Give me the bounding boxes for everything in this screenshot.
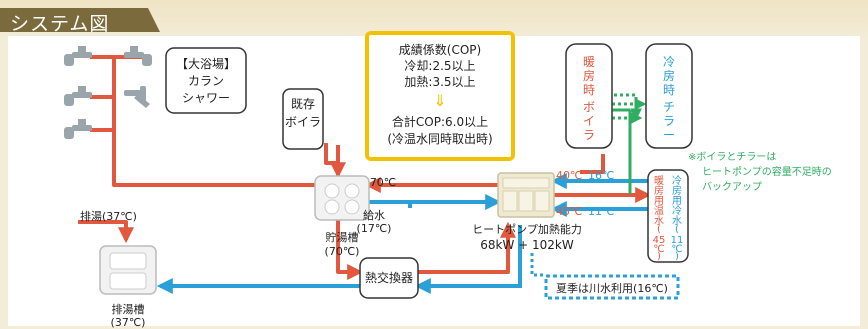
temp-40-label: 40℃: [556, 169, 582, 182]
cop-line2: 冷却:2.5以上: [404, 59, 475, 73]
cop-arrow-icon: ⇓: [433, 91, 446, 110]
svg-text:房: 房: [672, 184, 682, 197]
svg-text:用: 用: [654, 196, 664, 207]
svg-text:ー: ー: [663, 128, 675, 142]
drain-tank-label-2: (37℃): [111, 316, 146, 329]
svg-text:ヒートポンプの容量不足時の: ヒートポンプの容量不足時の: [702, 165, 832, 178]
faucet-label-line3: シャワー: [182, 91, 230, 105]
faucet-label-box: [165, 47, 247, 114]
svg-text:): ): [675, 251, 679, 262]
svg-text:イ: イ: [583, 114, 595, 128]
faucet-icon: [64, 119, 92, 139]
hot-pipe-boiler-link: [580, 154, 605, 174]
svg-text:11: 11: [671, 235, 684, 246]
cold-water-column-label: 冷 房 用 冷 水 ( 11 ℃ ): [671, 174, 684, 262]
cooling-chiller-label: 冷 房 時 チ ラ ー: [663, 55, 675, 142]
svg-text:房: 房: [583, 68, 595, 83]
storage-tank-label-2: (70℃): [325, 245, 360, 258]
page-title: システム図: [10, 13, 110, 35]
heat-pump-icon: [497, 172, 555, 218]
cop-line3: 加熱:3.5以上: [404, 75, 475, 89]
cold-pipe-hp-return: [414, 225, 522, 294]
svg-text:): ): [657, 251, 661, 262]
existing-boiler-box: [282, 88, 324, 150]
cooling-chiller-box: [645, 43, 693, 149]
svg-text:時: 時: [663, 83, 675, 97]
cop-line5: (冷温水同時取出時): [387, 132, 492, 146]
existing-boiler-line1: 既存: [291, 97, 315, 111]
summer-note-box: [544, 274, 680, 300]
svg-text:暖: 暖: [583, 55, 595, 69]
svg-text:温: 温: [654, 205, 664, 217]
svg-text:時: 時: [583, 83, 595, 97]
svg-text:暖: 暖: [654, 174, 664, 187]
drain-label: 排湯(37℃): [80, 209, 137, 223]
svg-text:用: 用: [672, 196, 682, 207]
storage-tank-label-1: 貯湯槽: [326, 231, 359, 244]
svg-text:(: (: [675, 224, 679, 235]
svg-text:℃: ℃: [653, 244, 664, 255]
faucet-label-line2: カラン: [188, 74, 224, 88]
temp-70-label: 70℃: [370, 176, 396, 189]
svg-text:冷: 冷: [663, 55, 675, 69]
summer-note-label: 夏季は川水利用(16℃): [556, 282, 668, 295]
svg-text:ラ: ラ: [583, 128, 595, 142]
svg-text:バックアップ: バックアップ: [702, 181, 762, 193]
water-column-box: [647, 169, 689, 263]
svg-text:45: 45: [653, 235, 666, 246]
svg-text:ボ: ボ: [583, 100, 595, 114]
hot-pipe-drain: [78, 220, 134, 244]
hot-water-lines: [78, 55, 652, 280]
existing-boiler-line2: ボイラ: [285, 115, 321, 129]
cop-line1: 成績係数(COP): [399, 42, 481, 57]
temp-16-label: 16℃: [588, 169, 614, 182]
backup-line-dotted-1: [608, 93, 642, 121]
svg-text:冷: 冷: [672, 204, 682, 217]
heat-exchanger-label: 熱交換器: [365, 270, 413, 285]
heating-boiler-box: [565, 43, 613, 149]
svg-text:冷: 冷: [672, 174, 682, 187]
drain-tank-icon: [99, 245, 157, 295]
faucet-icon: [64, 86, 92, 106]
faucet-label-line1: 【大浴場】: [176, 57, 236, 71]
drain-tank-label-1: 排湯槽: [112, 302, 145, 316]
svg-text:水: 水: [654, 215, 664, 227]
summer-note-link: [530, 253, 546, 277]
supply-water-label-2: (17℃): [357, 222, 392, 235]
cop-line4: 合計COP:6.0以上: [392, 114, 488, 129]
svg-text:チ: チ: [663, 100, 675, 114]
temp-11-label: 11℃: [588, 205, 614, 218]
heat-pump-label-2: 68kW + 102kW: [480, 238, 574, 252]
hot-pipe-hx-to-hp: [418, 221, 516, 274]
faucet-icon: [64, 46, 92, 66]
heat-exchanger-box: [359, 257, 419, 299]
faucet-icon: [124, 46, 152, 66]
svg-text:水: 水: [672, 215, 682, 227]
temp-45-label: 45℃: [556, 205, 582, 218]
faucet-group: [64, 46, 152, 139]
backup-note: ※ボイラとチラーは ヒートポンプの容量不足時の バックアップ: [688, 151, 832, 193]
svg-text:℃: ℃: [671, 244, 682, 255]
title-tab: [0, 8, 160, 32]
svg-text:ラ: ラ: [663, 114, 675, 128]
shower-icon: [124, 86, 150, 108]
hot-pipe-tank-to-hx: [336, 220, 364, 280]
svg-text:房: 房: [663, 68, 675, 83]
svg-text:(: (: [657, 224, 661, 235]
svg-text:※ボイラとチラーは: ※ボイラとチラーは: [688, 151, 776, 163]
supply-water-label-1: 給水: [363, 208, 385, 222]
cop-box: [365, 31, 515, 161]
cold-water-lines: [156, 173, 648, 294]
heating-boiler-label: 暖 房 時 ボ イ ラ: [583, 55, 595, 142]
hot-water-column-label: 暖 房 用 温 水 ( 45 ℃ ): [653, 174, 666, 262]
storage-tank-icon: [314, 175, 370, 221]
heat-pump-label-1: ヒートポンプ加熱能力: [472, 222, 582, 236]
svg-text:房: 房: [654, 184, 664, 197]
